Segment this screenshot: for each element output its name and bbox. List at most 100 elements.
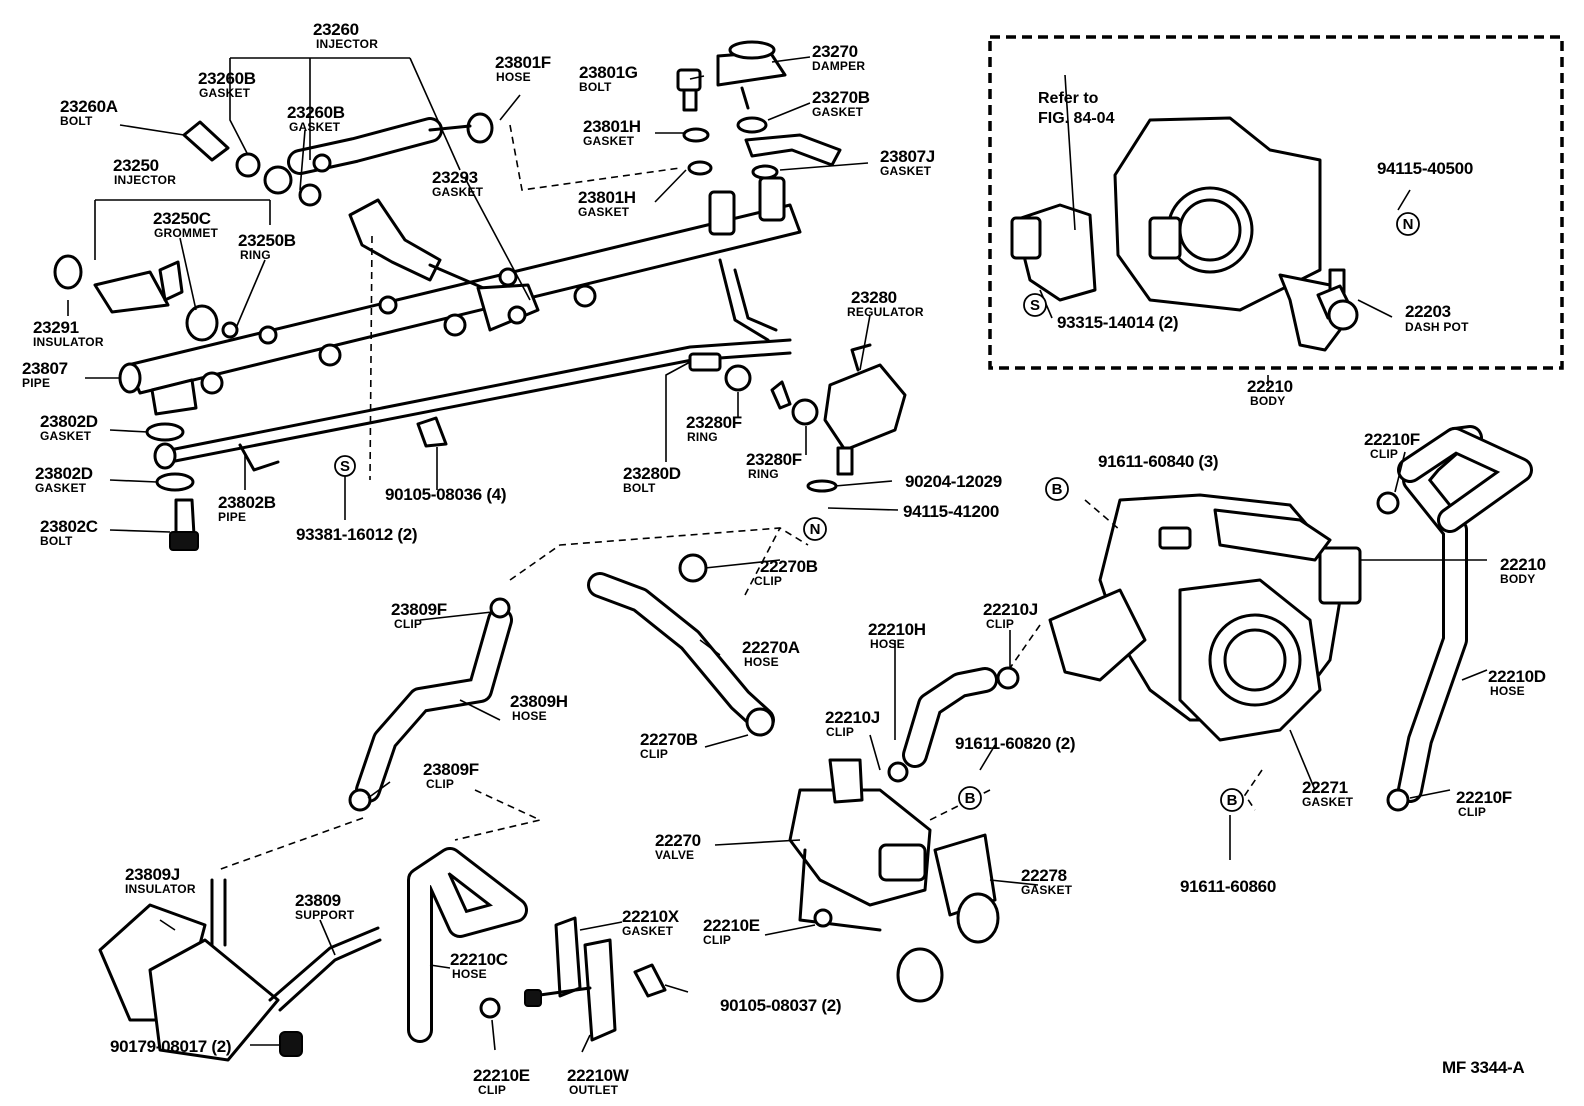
- callout-2-name: BOLT: [60, 114, 93, 128]
- callout-60-number: 90179-08017 (2): [110, 1037, 231, 1056]
- callout-59-number: 23809: [295, 891, 341, 910]
- callout-20-number: 23270: [812, 42, 858, 61]
- callout-46-number: 22270B: [640, 730, 698, 749]
- clip-22210e-b: [479, 997, 501, 1019]
- callout-30-number: 93315-14014 (2): [1057, 313, 1178, 332]
- callout-18-number: 23801H: [583, 117, 641, 136]
- callout-48-number: 22278: [1021, 866, 1067, 885]
- callout-8-number: 23807: [22, 359, 68, 378]
- clip-23809f-bottom: [348, 788, 372, 812]
- injector-lower: [53, 254, 239, 342]
- callout-4-name: INJECTOR: [114, 173, 176, 187]
- bolt-23802c-head: [169, 531, 199, 551]
- marker-n-circle: [1396, 212, 1420, 236]
- callout-25-number: 23280F: [746, 450, 802, 469]
- callout-40-name: CLIP: [986, 617, 1014, 631]
- refer-note-line2: FIG. 84-04: [1038, 110, 1115, 127]
- pulsation-damper: [716, 40, 842, 180]
- callout-50-number: 22210X: [622, 907, 680, 926]
- diagram-id: MF 3344-A: [1442, 1058, 1524, 1077]
- callout-33-number: 91611-60840 (3): [1098, 452, 1218, 471]
- callout-1-name: GASKET: [199, 86, 251, 100]
- callout-7-name: INSULATOR: [33, 335, 104, 349]
- gasket-23802d-lower: [155, 472, 195, 492]
- callout-32-number: 22210: [1247, 377, 1293, 396]
- callout-41-name: HOSE: [870, 637, 905, 651]
- pressure-regulator: [806, 343, 907, 493]
- marker-0: S: [340, 458, 350, 475]
- callout-25-name: RING: [748, 467, 779, 481]
- marker-3: N: [1403, 216, 1414, 233]
- callout-36-number: 22210D: [1488, 667, 1546, 686]
- callout-51-number: 90105-08037 (2): [720, 996, 841, 1015]
- callout-26-name: BOLT: [623, 481, 656, 495]
- callout-40-number: 22210J: [983, 600, 1038, 619]
- marker-6: B: [1227, 792, 1238, 809]
- delivery-pipe: [118, 176, 802, 416]
- clip-22210j-b: [887, 761, 909, 783]
- throttle-body: [1048, 493, 1362, 742]
- marker-4: B: [1052, 481, 1063, 498]
- callout-49-number: 22210E: [703, 916, 760, 935]
- callout-34-name: CLIP: [1370, 447, 1398, 461]
- callout-labels: 23260 INJECTOR 23260B GASKET 23260A BOLT…: [22, 20, 1546, 1097]
- callout-16-name: GASKET: [432, 185, 484, 199]
- clip-23809f-top: [489, 597, 511, 619]
- callout-16-number: 23293: [432, 168, 478, 187]
- callout-17-name: BOLT: [579, 80, 612, 94]
- support-bracket: [98, 878, 382, 1062]
- callout-21-name: GASKET: [812, 105, 864, 119]
- callout-46-name: CLIP: [640, 747, 668, 761]
- gasket-23802d-upper: [145, 422, 185, 442]
- clip-22270b-bottom: [745, 707, 775, 737]
- callout-28-number: 94115-41200: [903, 502, 999, 521]
- callout-5-number: 23250C: [153, 209, 211, 228]
- callout-56-number: 23809H: [510, 692, 568, 711]
- callout-0-name: INJECTOR: [316, 37, 378, 51]
- clip-22210f-bottom: [1386, 788, 1410, 812]
- callout-54-number: 22210W: [567, 1066, 630, 1085]
- throttle-body-detail-box: [988, 35, 1564, 370]
- callout-12-name: PIPE: [218, 510, 246, 524]
- callout-10-name: GASKET: [35, 481, 87, 495]
- marker-b-circle: [1220, 788, 1244, 812]
- callout-31-name: DASH POT: [1405, 320, 1469, 334]
- callout-3-name: GASKET: [289, 120, 341, 134]
- marker-2: S: [1030, 297, 1040, 314]
- clip-22210e-a: [813, 908, 833, 928]
- callout-45-number: 22270A: [742, 638, 800, 657]
- callout-37-name: CLIP: [1458, 805, 1486, 819]
- callout-49-name: CLIP: [703, 933, 731, 947]
- callout-5-name: GROMMET: [154, 226, 219, 240]
- callout-35-number: 22210: [1500, 555, 1546, 574]
- marker-s-circle: [334, 455, 356, 477]
- callout-58-name: INSULATOR: [125, 882, 196, 896]
- callout-17-number: 23801G: [579, 63, 638, 82]
- callout-1-number: 23260B: [198, 69, 256, 88]
- callout-26-number: 23280D: [623, 464, 681, 483]
- callout-45-name: HOSE: [744, 655, 779, 669]
- callout-24-number: 23280F: [686, 413, 742, 432]
- callout-22-name: GASKET: [880, 164, 932, 178]
- callout-55-number: 23809F: [391, 600, 447, 619]
- callout-53-number: 22210E: [473, 1066, 530, 1085]
- callout-21-number: 23270B: [812, 88, 870, 107]
- callout-52-number: 22210C: [450, 950, 508, 969]
- markers: S N S N B B B: [334, 212, 1420, 812]
- callout-7-number: 23291: [33, 318, 79, 337]
- outlet-assembly: [524, 916, 667, 1042]
- callout-8-name: PIPE: [22, 376, 50, 390]
- callout-44-name: CLIP: [754, 574, 782, 588]
- callout-52-name: HOSE: [452, 967, 487, 981]
- callout-18-name: GASKET: [583, 134, 635, 148]
- callout-35-name: BODY: [1500, 572, 1535, 586]
- refer-note-line1: Refer to: [1038, 90, 1099, 107]
- callout-24-name: RING: [687, 430, 718, 444]
- callout-31-number: 22203: [1405, 302, 1451, 321]
- callout-10-number: 23802D: [35, 464, 93, 483]
- callout-56-name: HOSE: [512, 709, 547, 723]
- callout-15-number: 23801F: [495, 53, 551, 72]
- callout-19-number: 23801H: [578, 188, 636, 207]
